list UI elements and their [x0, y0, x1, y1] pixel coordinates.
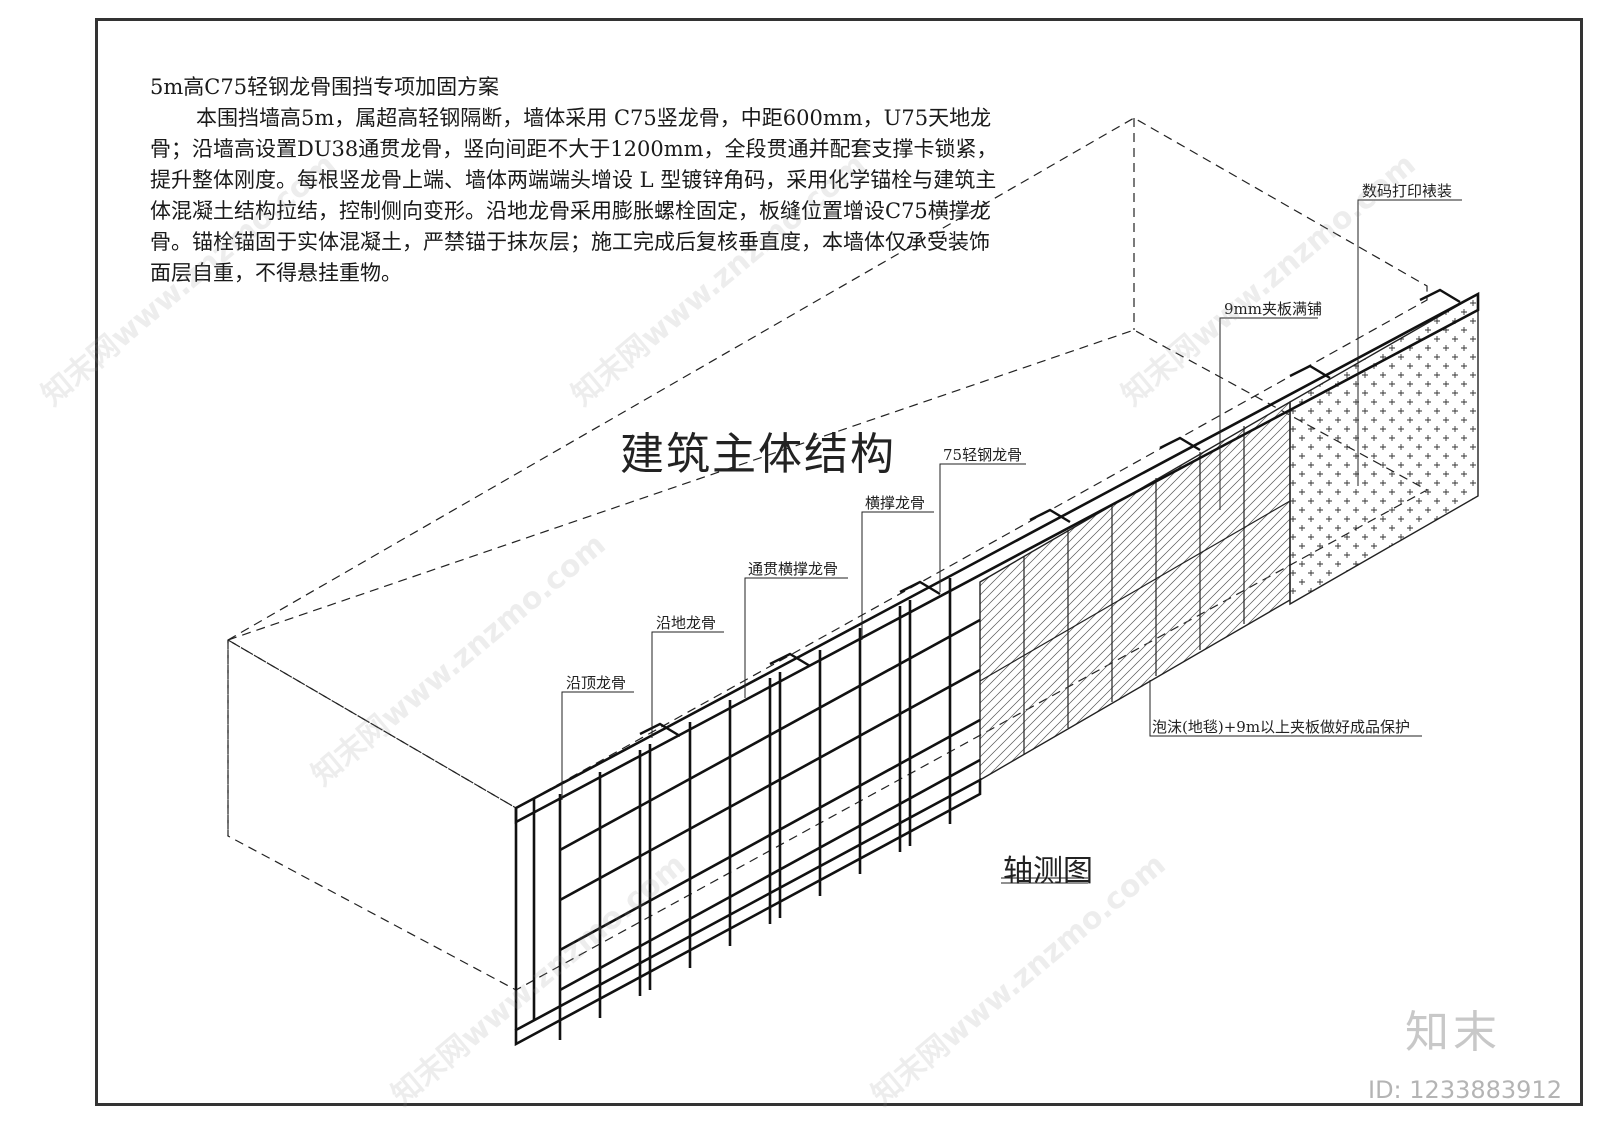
stud-caps: [639, 288, 1461, 738]
label-steel-stud: 75轻钢龙骨: [943, 446, 1023, 464]
label-print-finish: 数码打印裱装: [1362, 182, 1453, 200]
watermark-id: ID: 1233883912: [1368, 1076, 1562, 1104]
notes-title: 5m高C75轻钢龙骨围挡专项加固方案: [150, 75, 500, 99]
label-plywood: 9mm夹板满铺: [1224, 300, 1322, 318]
view-title: 轴测图: [1003, 854, 1093, 889]
building-structure-label: 建筑主体结构: [620, 429, 896, 480]
label-top-track: 沿顶龙骨: [566, 674, 627, 692]
description-notes: 5m高C75轻钢龙骨围挡专项加固方案 本围挡墙高5m，属超高轻钢隔断，墙体采用 …: [150, 72, 1000, 289]
label-through-brace: 通贯横撑龙骨: [748, 560, 839, 578]
label-cross-brace: 横撑龙骨: [865, 494, 926, 512]
plywood-seams: [979, 426, 1291, 754]
label-protection: 泡沫(地毯)+9m以上夹板做好成品保护: [1152, 718, 1411, 736]
building-outline: [226, 117, 1429, 991]
leader-lines: [561, 199, 1462, 884]
drawing-frame: [95, 18, 1583, 1106]
notes-body: 本围挡墙高5m，属超高轻钢隔断，墙体采用 C75竖龙骨，中距600mm，U75天…: [150, 106, 998, 285]
label-floor-track: 沿地龙骨: [656, 614, 717, 632]
print-finish-panel: [1289, 292, 1479, 606]
stud-frame: [514, 291, 1480, 1047]
watermark-logo: 知末: [1405, 1007, 1501, 1058]
